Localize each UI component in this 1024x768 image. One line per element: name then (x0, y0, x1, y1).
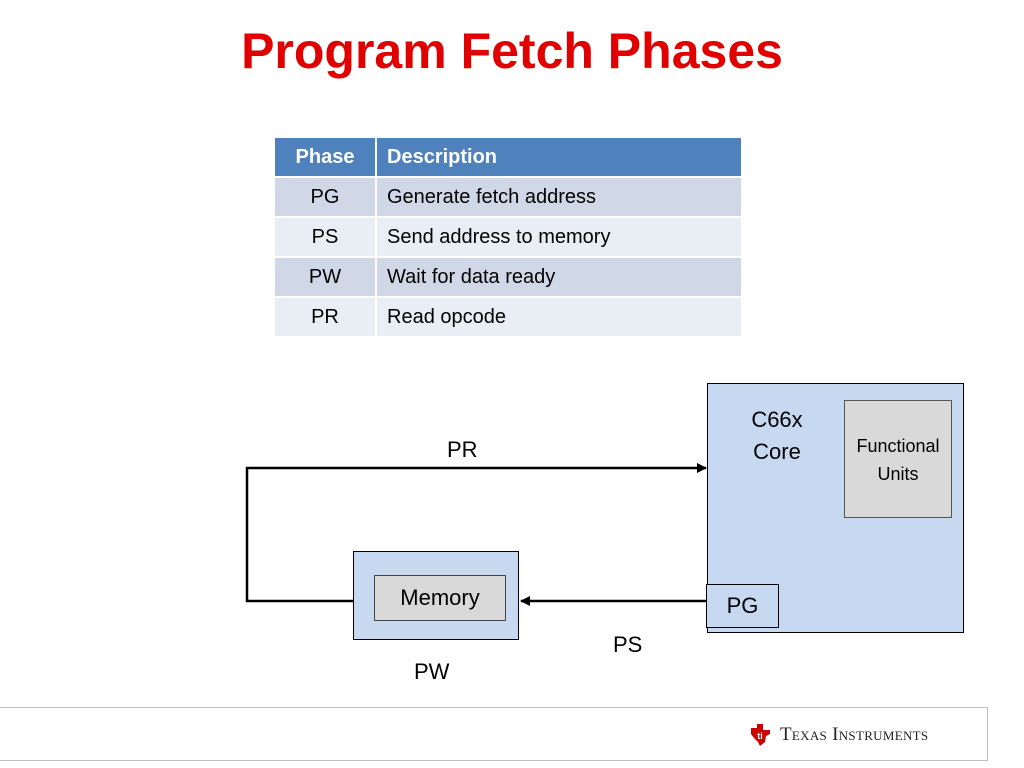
ti-logo-icon: ti (751, 724, 770, 746)
page-title: Program Fetch Phases (241, 23, 783, 79)
description-cell: Wait for data ready (375, 256, 743, 298)
memory-label: Memory (400, 585, 480, 610)
footer-brand: Texas Instruments (780, 724, 929, 745)
pg-label: PG (726, 593, 759, 618)
core-label-line1: C66x (751, 407, 803, 432)
functional-units-line2: Units (877, 464, 919, 484)
table-header-row: Phase Description (273, 136, 743, 178)
core-label: C66x Core (728, 404, 826, 468)
phase-table: Phase Description PG Generate fetch addr… (273, 136, 743, 338)
description-cell: Generate fetch address (375, 176, 743, 218)
functional-units-line1: Functional (856, 436, 940, 456)
column-header-description: Description (375, 136, 743, 178)
table-row: PG Generate fetch address (273, 176, 743, 218)
pg-box (706, 584, 779, 628)
phase-cell: PG (273, 176, 377, 218)
table-row: PR Read opcode (273, 296, 743, 338)
description-cell: Read opcode (375, 296, 743, 338)
pw-label: PW (414, 659, 450, 684)
memory-box (374, 575, 506, 621)
table-row: PW Wait for data ready (273, 256, 743, 298)
phase-cell: PS (273, 216, 377, 258)
table-row: PS Send address to memory (273, 216, 743, 258)
phase-cell: PR (273, 296, 377, 338)
description-cell: Send address to memory (375, 216, 743, 258)
functional-units-box (844, 400, 952, 518)
svg-text:ti: ti (757, 731, 763, 741)
column-header-phase: Phase (273, 136, 377, 178)
functional-units-label: Functional Units (844, 432, 952, 488)
pr-arrow (245, 463, 707, 603)
core-label-line2: Core (753, 439, 801, 464)
footer-bar (0, 707, 988, 761)
pr-label: PR (447, 437, 478, 462)
ps-label: PS (613, 632, 643, 657)
phase-cell: PW (273, 256, 377, 298)
